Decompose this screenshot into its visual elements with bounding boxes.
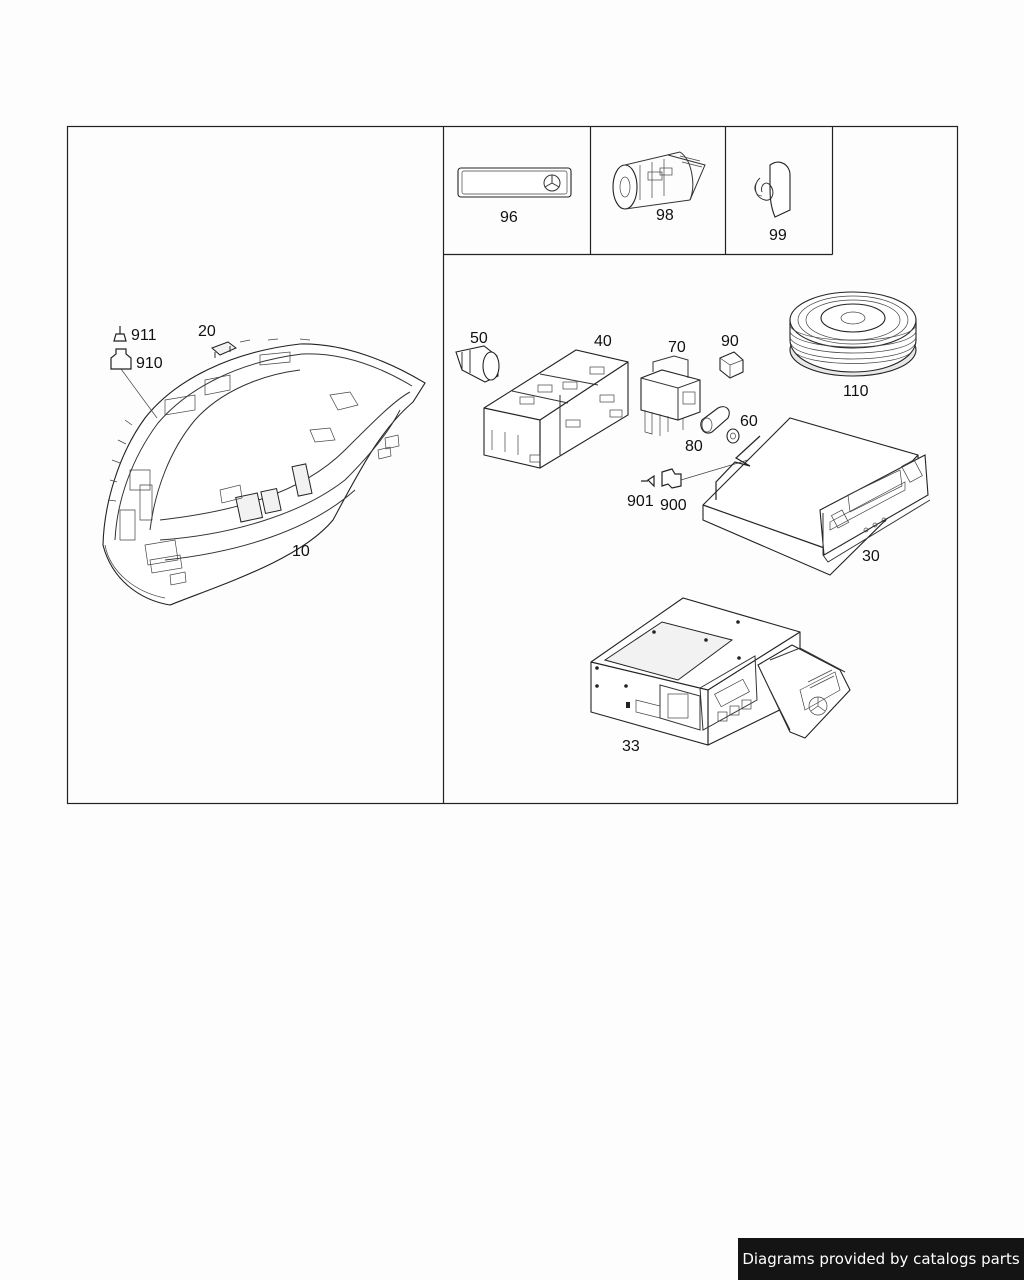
part-20-clip <box>211 341 237 358</box>
diagram-frame <box>66 125 959 805</box>
credit-banner: Diagrams provided by catalogs parts <box>738 1238 1024 1280</box>
label-99: 99 <box>769 227 787 244</box>
label-80: 80 <box>685 438 703 455</box>
label-900: 900 <box>660 497 687 514</box>
label-50: 50 <box>470 330 488 347</box>
label-40: 40 <box>594 333 612 350</box>
part-911-bulb-icon <box>113 326 127 342</box>
label-98: 98 <box>656 207 674 224</box>
part-70-connector <box>640 355 701 436</box>
label-901: 901 <box>627 493 654 510</box>
label-96: 96 <box>500 209 518 226</box>
part-110-tape-roll <box>789 291 917 377</box>
part-99-ribbon <box>754 161 791 218</box>
part-90-cap <box>719 351 744 379</box>
part-96-emblem-plate <box>457 167 572 198</box>
label-910: 910 <box>136 355 163 372</box>
part-33-digital-tachograph <box>590 597 851 746</box>
label-10: 10 <box>292 543 310 560</box>
label-33: 33 <box>622 738 640 755</box>
label-90: 90 <box>721 333 739 350</box>
part-901-bulb-icon <box>641 474 655 488</box>
part-910-socket-icon <box>110 348 158 419</box>
label-911: 911 <box>131 327 157 344</box>
label-20: 20 <box>198 323 216 340</box>
label-30: 30 <box>862 548 880 565</box>
part-98-paper-roll <box>612 151 706 210</box>
part-80-bulb <box>700 406 730 434</box>
label-110: 110 <box>843 383 869 400</box>
part-900-socket-icon <box>661 459 749 489</box>
label-60: 60 <box>740 413 758 430</box>
part-30-tachograph <box>702 417 931 576</box>
part-10-instrument-cluster <box>102 338 426 606</box>
label-70: 70 <box>668 339 686 356</box>
part-60-washer <box>726 428 740 444</box>
part-40-module-housing <box>483 349 629 469</box>
part-50-plug <box>455 345 500 383</box>
